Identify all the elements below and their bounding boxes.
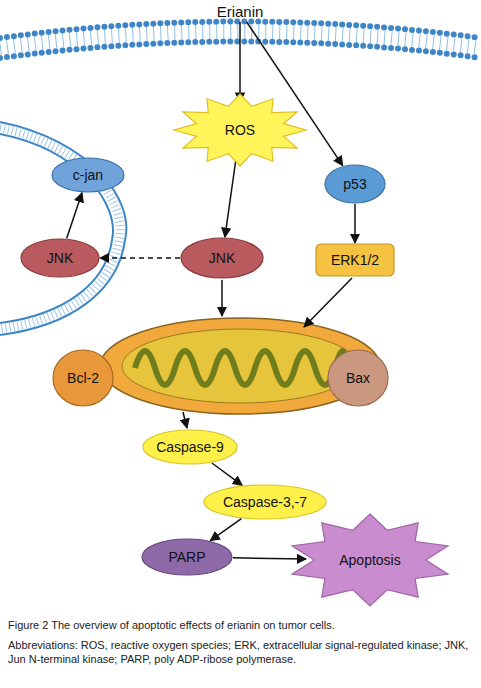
node-fill	[325, 165, 385, 203]
node-fill	[316, 244, 394, 276]
pathway-arrow	[233, 558, 306, 559]
drug-label: Erianin	[205, 2, 275, 22]
node-text-group: p53	[343, 176, 366, 192]
nuclear-envelope-hatch	[0, 128, 120, 329]
figure-caption: Figure 2 The overview of apoptotic effec…	[8, 618, 474, 632]
node-text-group: c-jan	[73, 167, 103, 183]
node-fill	[174, 94, 306, 166]
pathway-arrow	[100, 257, 180, 259]
node-fill	[292, 514, 448, 606]
node-label: JNK	[47, 250, 73, 266]
node-text-group: Caspase-3,-7	[223, 494, 307, 510]
pathway-node: Bcl-2	[52, 349, 114, 407]
node-fill	[181, 238, 263, 278]
pathway-node: ROS	[174, 94, 306, 166]
pathway-arrow	[225, 158, 236, 237]
pathway-arrow	[354, 204, 356, 243]
node-text-group: JNK	[209, 250, 235, 266]
abbreviations-note: Abbreviations: ROS, reactive oxygen spec…	[8, 638, 474, 666]
mitochondrion-inner	[122, 329, 358, 403]
pathway-node: Caspase-9	[142, 429, 238, 465]
node-text-group: Apoptosis	[339, 552, 400, 568]
pathway-node: Bax	[327, 349, 389, 407]
node-fill	[142, 539, 232, 575]
node-label: Bax	[346, 370, 370, 386]
node-label: Caspase-3,-7	[223, 494, 307, 510]
node-label: ROS	[225, 122, 255, 138]
pathway-node: Apoptosis	[288, 514, 452, 606]
node-text-group: Caspase-9	[156, 439, 224, 455]
node-label: p53	[343, 176, 366, 192]
arrow-to-mitochondrion	[221, 280, 223, 316]
pathway-node: JNK	[180, 237, 264, 279]
nuclear-envelope-outer	[0, 122, 126, 335]
mitochondrion-cristae	[135, 351, 345, 385]
pathway-node: c-jan	[51, 157, 125, 193]
node-text-group: Bcl-2	[67, 370, 99, 386]
node-label: PARP	[168, 549, 205, 565]
node-label: JNK	[209, 250, 235, 266]
pathway-arrow	[67, 193, 82, 239]
node-text-group: Erianin	[217, 4, 264, 20]
node-fill	[328, 350, 388, 406]
pathway-arrow	[239, 22, 241, 102]
node-fill	[204, 485, 326, 519]
node-fill	[21, 239, 99, 277]
arrow-from-mitochondrion	[183, 412, 187, 428]
node-text-group: PARP	[168, 549, 205, 565]
node-label: Erianin	[217, 4, 264, 20]
pathway-node: p53	[324, 164, 386, 204]
pathway-node: Caspase-3,-7	[203, 484, 327, 520]
node-label: Apoptosis	[339, 552, 400, 568]
node-label: ERK1/2	[331, 252, 379, 268]
node-fill	[53, 350, 113, 406]
node-label: Bcl-2	[67, 370, 99, 386]
pathway-node: JNK	[20, 238, 100, 278]
node-text-group: ERK1/2	[331, 252, 379, 268]
arrow-to-mitochondrion	[304, 278, 352, 327]
pathway-arrow	[212, 463, 242, 485]
node-text-group: ROS	[225, 122, 255, 138]
node-label: c-jan	[73, 167, 103, 183]
node-fill	[52, 158, 124, 192]
pathway-arrow	[210, 519, 241, 541]
node-text-group: Bax	[346, 370, 370, 386]
pathway-node: PARP	[141, 538, 233, 576]
node-text-group: JNK	[47, 250, 73, 266]
node-fill	[143, 430, 237, 464]
node-label: Caspase-9	[156, 439, 224, 455]
pathway-node: ERK1/2	[315, 243, 395, 277]
